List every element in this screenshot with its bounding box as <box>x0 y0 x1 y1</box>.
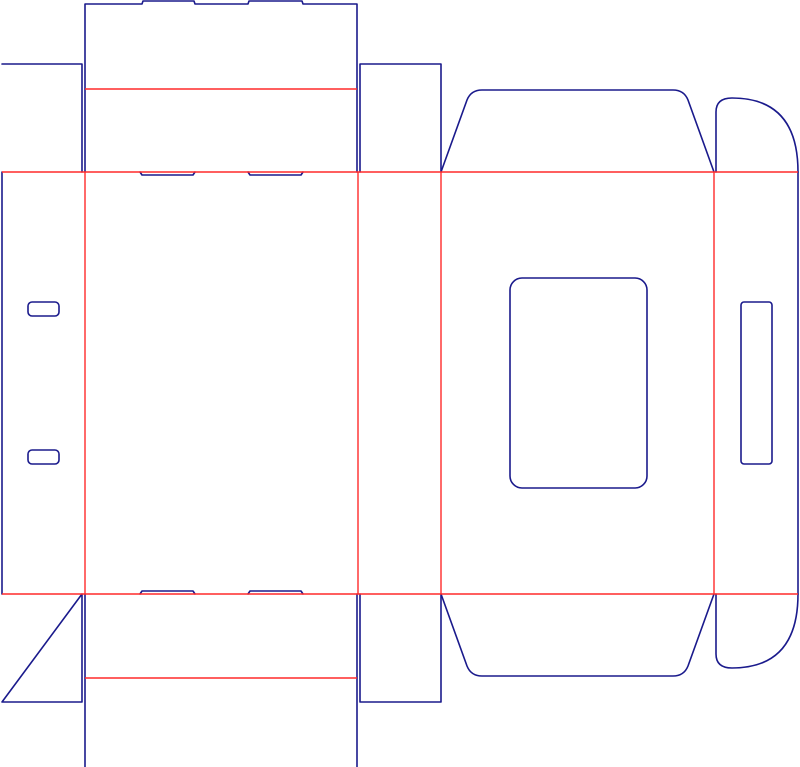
fold-lines <box>2 88 798 679</box>
panel-a-top-extension-outline <box>84 0 358 173</box>
lid-top-tuck-flap-outline <box>440 89 715 173</box>
panel-b-top-flap-outline <box>359 63 442 173</box>
left-flap-hole-lower <box>27 449 60 465</box>
left-flap-hole-upper <box>27 301 60 317</box>
right-ear-bottom-outline <box>715 593 799 669</box>
panel-a-bottom-slot-notches <box>139 590 304 595</box>
right-panel-handle-slot <box>740 301 773 465</box>
right-ear-top-outline <box>715 97 799 173</box>
panel-a-top-slot-notches <box>139 171 304 176</box>
lid-window-cutout <box>509 277 648 489</box>
panel-b-bottom-flap-outline <box>359 593 442 703</box>
left-side-flap-outline <box>1 63 83 703</box>
lid-bottom-tuck-flap-outline <box>440 593 715 677</box>
panel-a-bottom-extension-outline <box>84 593 358 767</box>
